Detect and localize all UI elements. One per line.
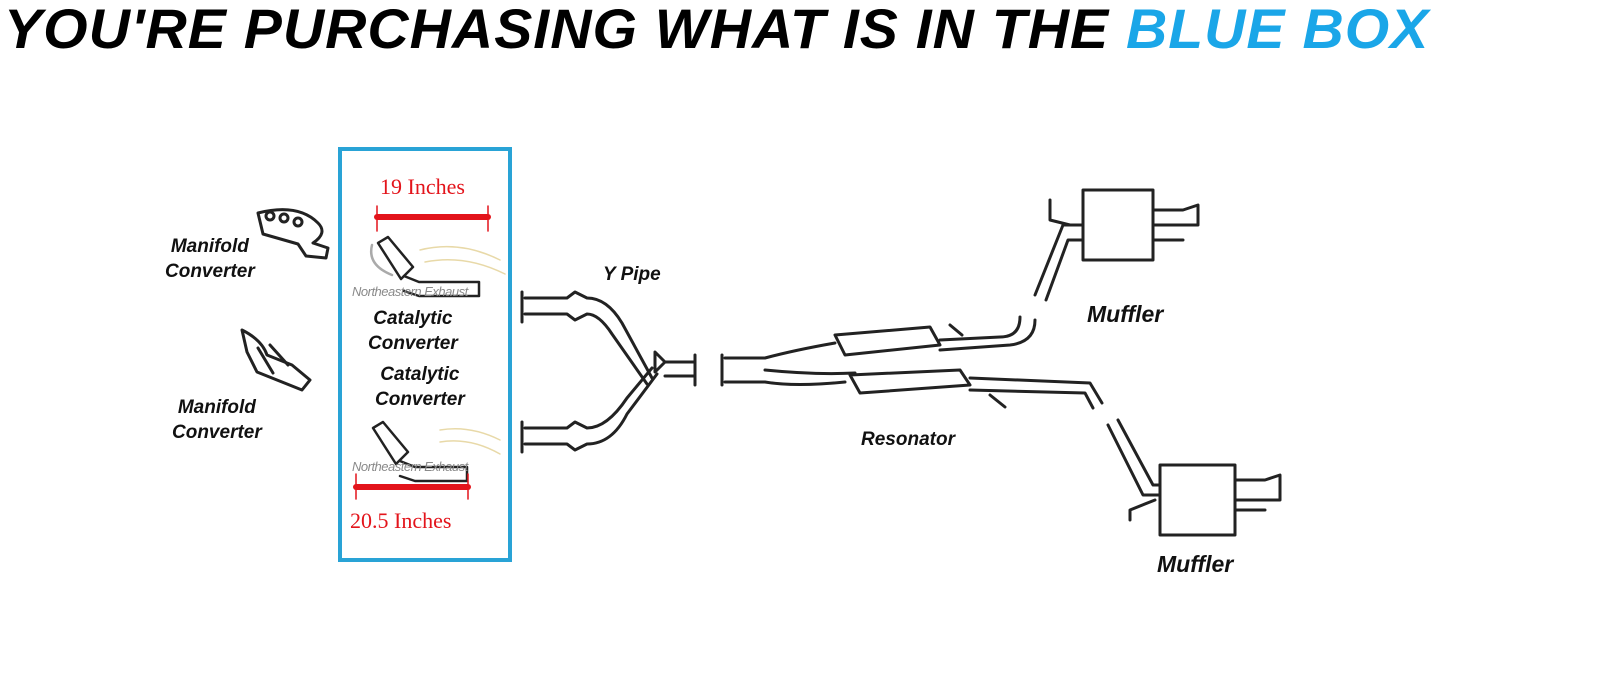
watermark-2: Northeastern Exhaust [352, 459, 468, 474]
measure-label-top: 19 Inches [380, 174, 465, 199]
catalytic-converter-1-drawing [369, 235, 481, 298]
resonator-section-drawing [720, 315, 1104, 410]
label-muffler-1: Muffler [1087, 301, 1164, 327]
measure-bar-20-5 [353, 473, 471, 500]
smoke-lines [419, 245, 506, 455]
muffler-2-drawing [1106, 418, 1282, 537]
y-pipe-drawing [520, 290, 697, 454]
headline-blue-text: Blue Box [1125, 0, 1430, 60]
muffler-1-drawing [1033, 188, 1200, 302]
label-y-pipe: Y Pipe [603, 264, 661, 285]
headline-text: You're purchasing what is in the [4, 0, 1110, 60]
headline: You're purchasing what is in the Blue Bo… [4, 0, 1429, 61]
measure-bar-19 [374, 205, 491, 232]
label-resonator: Resonator [861, 429, 955, 450]
watermark-1: Northeastern Exhaust [352, 284, 468, 299]
catalytic-converter-2-drawing [371, 420, 469, 483]
measure-label-bottom: 20.5 Inches [350, 508, 452, 533]
manifold-2-drawing [240, 328, 312, 392]
blue-box-highlight [338, 147, 512, 562]
manifold-1-drawing [256, 208, 330, 260]
label-muffler-2: Muffler [1157, 551, 1234, 577]
